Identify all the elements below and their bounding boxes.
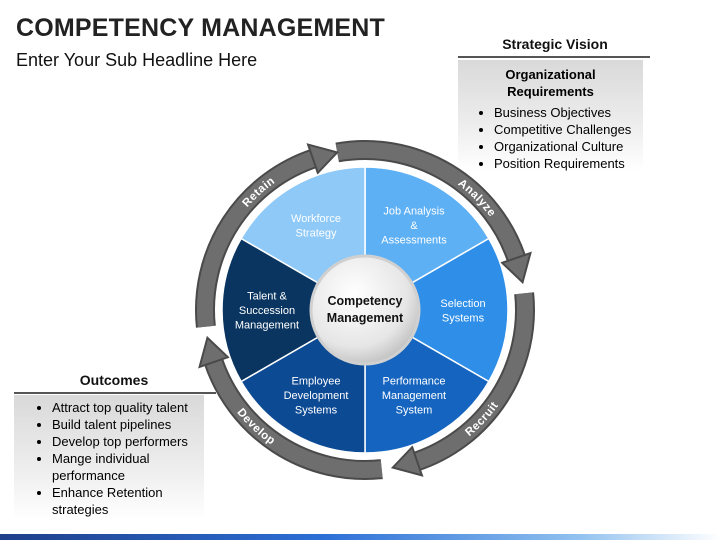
strategic-vision-list: Business Objectives Competitive Challeng… [458,104,643,172]
strategic-vision-item: Competitive Challenges [494,121,643,138]
segment-label: Systems [442,312,485,324]
strategic-vision-heading-text: Organizational Requirements [505,67,596,99]
outcomes-item: Enhance Retention strategies [52,484,200,518]
outcomes-item: Build talent pipelines [52,416,200,433]
cycle-arrowhead [500,251,532,285]
segment-label: & [410,220,418,232]
page-title: COMPETENCY MANAGEMENT [16,14,386,42]
strategic-vision-title: Strategic Vision [502,36,608,52]
strategic-vision-item: Position Requirements [494,155,643,172]
outcomes-list: Attract top quality talent Build talent … [14,399,204,518]
segment-label: Performance [383,375,446,387]
center-label-line1: Competency [327,294,402,308]
segment-wedge [363,237,509,383]
center-label-line2: Management [327,311,404,325]
strategic-vision-item: Business Objectives [494,104,643,121]
segment-label: Development [284,390,349,402]
cycle-arrowhead [198,335,230,369]
strategic-vision-heading: Organizational Requirements [458,60,643,100]
outcomes-item: Mange individual performance [52,450,200,484]
segment-wedge [221,237,367,383]
segment-label: Assessments [381,235,447,247]
cycle-arc [335,142,525,264]
cycle-ring [195,140,535,480]
segment-label: System [396,404,433,416]
segment-label: Strategy [296,227,337,239]
cycle-arc [197,150,319,328]
outcomes-panel: Attract top quality talent Build talent … [14,395,204,520]
strategic-vision-rule [458,56,650,58]
cycle-arc [411,292,533,470]
strategic-vision-panel: Organizational Requirements Business Obj… [458,60,643,172]
footer-bar [0,534,720,540]
cycle-arrowhead [306,143,340,175]
strategic-vision-item: Organizational Culture [494,138,643,155]
segment-label: Job Analysis [383,206,445,218]
outcomes-rule [14,392,216,394]
segment-label: Selection [440,298,485,310]
segment-label: Workforce [291,213,341,225]
segment-label: Management [235,320,299,332]
competency-cycle-diagram: Job Analysis & AssessmentsSelectionSystems… [195,140,535,480]
segment-label: Talent & [247,291,287,303]
segment-labels: Job Analysis & AssessmentsSelectionSystems… [235,206,486,417]
segment-label: Management [382,390,446,402]
outcomes-item: Attract top quality talent [52,399,200,416]
cycle-arc [205,356,383,478]
outcomes-title: Outcomes [79,372,149,388]
segment-label: Employee [292,375,341,387]
page-subtitle: Enter Your Sub Headline Here [16,50,258,70]
center-circle [309,254,421,366]
cycle-arrowhead [390,445,424,477]
segment-label: Systems [295,404,338,416]
outcomes-item: Develop top performers [52,433,200,450]
segment-label: Succession [239,305,295,317]
